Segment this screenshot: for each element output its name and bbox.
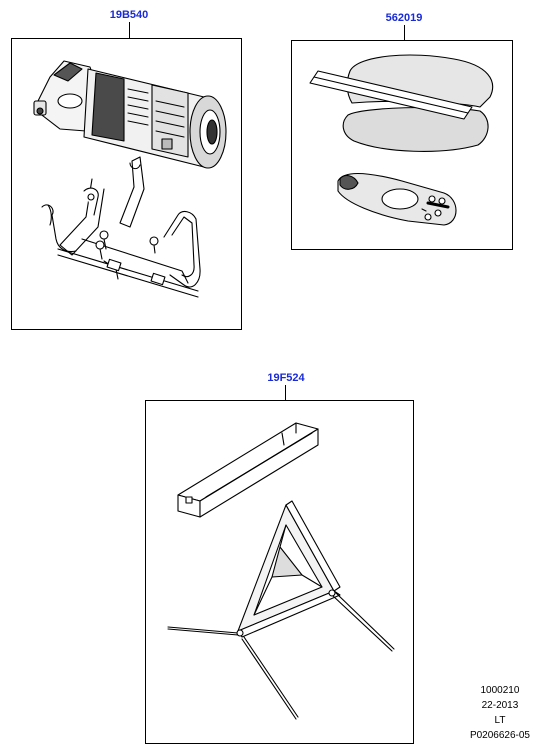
reference-code: LT (494, 715, 506, 726)
reference-date: 22-2013 (481, 700, 519, 711)
warning-triangle-illustration (167, 422, 395, 720)
part-label-19b540[interactable]: 19B540 (109, 9, 149, 21)
leader-line-19f524 (285, 385, 286, 400)
leader-line-19b540 (129, 22, 130, 38)
pouch-key-illustration (309, 54, 494, 226)
drawing-reference-block: 1000210 22-2013 LT P0206626-05 (470, 683, 530, 743)
reference-number: 1000210 (480, 685, 520, 696)
panel-fire-extinguisher (11, 38, 242, 330)
part-label-562019[interactable]: 562019 (385, 12, 423, 24)
leader-line-562019 (404, 25, 405, 40)
part-label-19f524[interactable]: 19F524 (267, 372, 305, 384)
reference-drawing-id: P0206626-05 (469, 730, 530, 741)
panel-warning-triangle (145, 400, 414, 744)
panel-pouch-key (291, 40, 513, 250)
fire-extinguisher-illustration (33, 60, 227, 298)
